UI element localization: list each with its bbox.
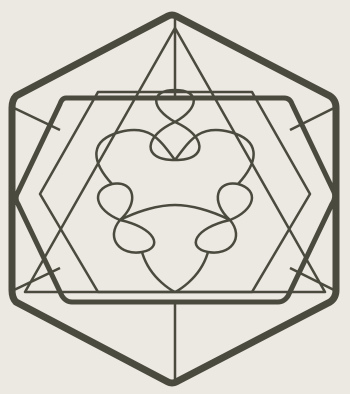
- knot-connector-a: [96, 130, 175, 184]
- inner-hexagon: [16, 98, 335, 302]
- curved-knot: [96, 90, 253, 292]
- knot-connector-b: [175, 130, 254, 184]
- knot-connector-d: [175, 252, 208, 292]
- knot-connector-e: [120, 205, 230, 220]
- knot-connector-c: [142, 252, 175, 292]
